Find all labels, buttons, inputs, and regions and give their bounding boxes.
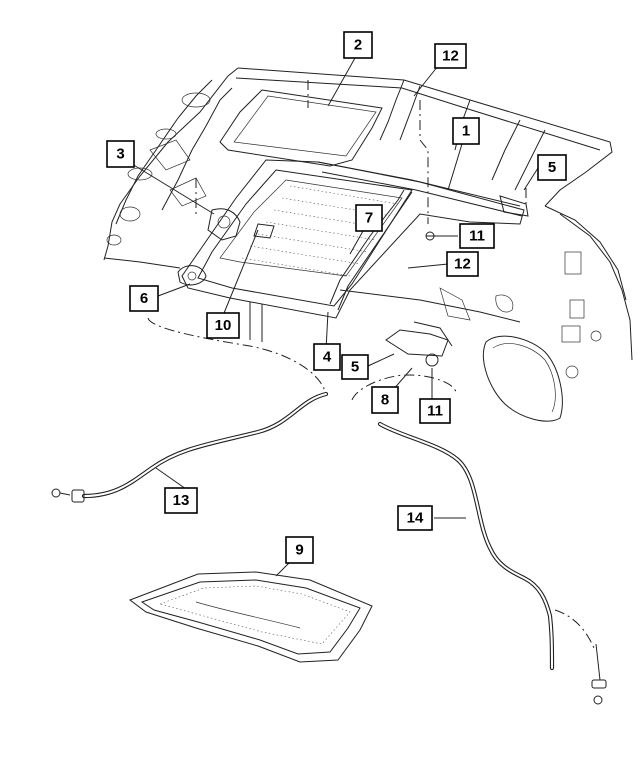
- drain-hose-14: [377, 421, 607, 705]
- glass-seal-frame-9: [128, 571, 373, 663]
- callout-14-label: 14: [407, 510, 424, 527]
- callout-12-top: 12: [434, 43, 467, 69]
- callout-9-label: 9: [295, 542, 303, 559]
- callout-10: 10: [206, 312, 240, 339]
- callout-10-label: 10: [215, 317, 232, 334]
- drain-hose-13: [51, 391, 329, 503]
- callout-3: 3: [106, 140, 135, 168]
- callout-12-mid: 12: [446, 251, 479, 277]
- callout-2: 2: [343, 31, 373, 59]
- callout-12-mid-label: 12: [454, 256, 471, 273]
- callout-5-bottom-label: 5: [351, 359, 359, 376]
- callout-5-bottom: 5: [341, 354, 369, 380]
- callout-9: 9: [285, 536, 314, 564]
- callout-6: 6: [129, 285, 159, 312]
- callout-11-bottom: 11: [419, 398, 451, 424]
- leader-lines: [131, 57, 539, 577]
- callout-11-top-label: 11: [469, 228, 485, 245]
- callout-8: 8: [371, 386, 399, 414]
- roof-body-outline: [103, 67, 633, 422]
- callout-4-label: 4: [323, 349, 332, 366]
- callout-3-label: 3: [116, 146, 124, 163]
- callout-14: 14: [397, 505, 433, 531]
- callout-8-label: 8: [381, 392, 389, 409]
- callout-1: 1: [452, 117, 480, 145]
- callout-12-top-label: 12: [442, 48, 459, 65]
- callout-6-label: 6: [140, 290, 148, 307]
- callout-2-label: 2: [354, 37, 362, 54]
- callout-11-bottom-label: 11: [427, 403, 443, 420]
- callout-7-label: 7: [365, 210, 373, 227]
- callout-5-top-label: 5: [548, 159, 556, 176]
- callout-7: 7: [355, 204, 383, 232]
- callout-11-top: 11: [459, 223, 495, 249]
- callout-1-label: 1: [462, 123, 470, 140]
- callout-4: 4: [313, 343, 341, 371]
- callout-5-top: 5: [537, 154, 567, 181]
- callout-13: 13: [164, 487, 198, 514]
- callout-13-label: 13: [173, 492, 190, 509]
